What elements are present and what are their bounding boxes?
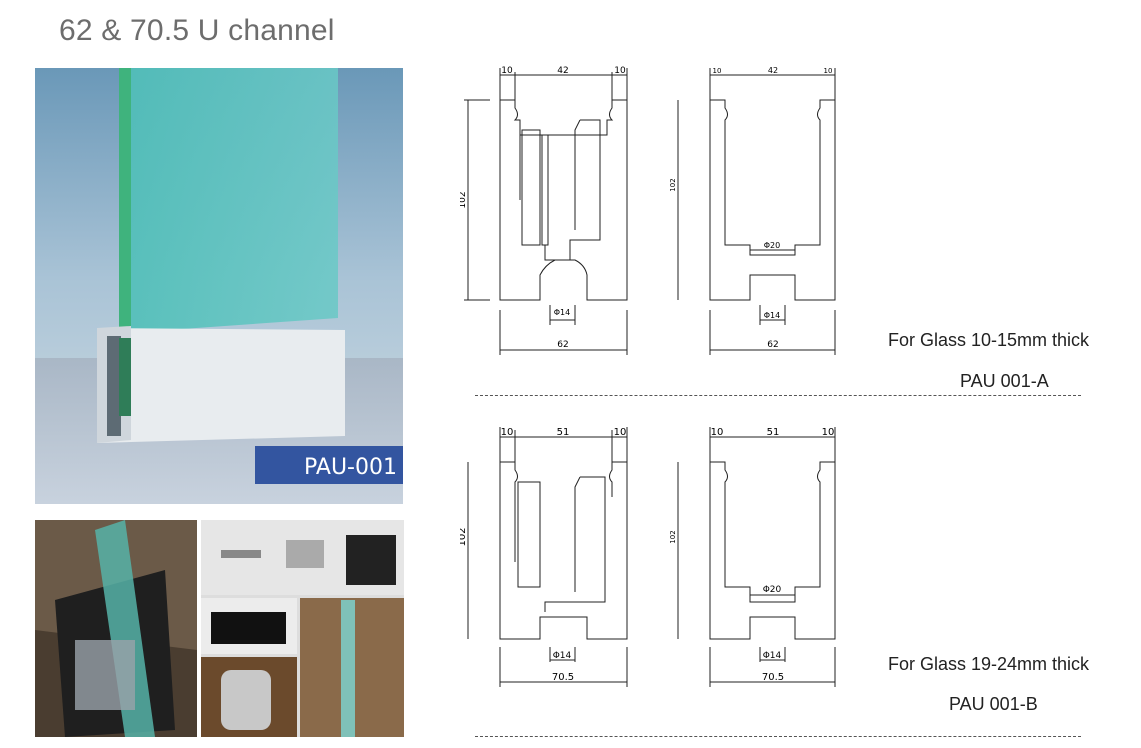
dim-a2-width: 62 bbox=[767, 340, 778, 350]
channel-render-image: PAU-001 bbox=[35, 68, 403, 504]
dim-b-left: 10 bbox=[501, 427, 514, 438]
dim-a-height: 102 bbox=[460, 191, 468, 208]
drawing-a-with-glass: 10 42 10 102 Φ14 62 bbox=[460, 66, 628, 355]
dim-a2-phi14: Φ14 bbox=[764, 311, 780, 320]
dim-a2-middle: 42 bbox=[768, 66, 778, 75]
dim-a-width: 62 bbox=[557, 340, 568, 350]
dim-b2-height: 102 bbox=[670, 530, 677, 543]
dim-b2-left: 10 bbox=[711, 427, 724, 438]
dim-a2-right: 10 bbox=[824, 67, 833, 75]
dim-a-phi14: Φ14 bbox=[554, 308, 570, 317]
divider-a bbox=[475, 395, 1081, 396]
dim-a-middle: 42 bbox=[557, 66, 568, 76]
dim-a-left: 10 bbox=[501, 66, 513, 76]
divider-b bbox=[475, 736, 1081, 737]
dim-b-phi14: Φ14 bbox=[553, 651, 572, 661]
dim-b2-phi14: Φ14 bbox=[763, 651, 782, 661]
dim-b-height: 102 bbox=[460, 527, 468, 546]
variant-b-description: For Glass 19-24mm thick bbox=[888, 654, 1090, 674]
variant-a-code: PAU 001-A bbox=[960, 371, 1049, 391]
dim-a2-height: 102 bbox=[670, 178, 677, 191]
dim-b2-width: 70.5 bbox=[762, 672, 784, 683]
drawing-b-with-glass: 10 51 10 102 Φ14 70.5 bbox=[460, 427, 628, 687]
dim-a2-phi20: Φ20 bbox=[764, 241, 780, 250]
dim-a-right: 10 bbox=[614, 66, 626, 76]
dim-a2-left: 10 bbox=[713, 67, 722, 75]
dim-b2-phi20: Φ20 bbox=[763, 585, 782, 595]
product-badge: PAU-001 bbox=[304, 455, 397, 480]
page-title: 62 & 70.5 U channel bbox=[59, 14, 335, 47]
installation-photo bbox=[35, 520, 197, 737]
accessories-photo bbox=[201, 520, 404, 737]
dim-b-middle: 51 bbox=[557, 427, 570, 438]
drawing-b-profile: 10 51 10 102 Φ20 Φ14 70.5 bbox=[670, 427, 836, 687]
dim-b-width: 70.5 bbox=[552, 672, 574, 683]
dim-b2-right: 10 bbox=[822, 427, 835, 438]
dim-b-right: 10 bbox=[614, 427, 627, 438]
variant-b-code: PAU 001-B bbox=[949, 694, 1038, 714]
dim-b2-middle: 51 bbox=[767, 427, 780, 438]
variant-a-description: For Glass 10-15mm thick bbox=[888, 330, 1090, 350]
drawing-a-profile: 10 42 10 102 Φ20 Φ14 62 bbox=[670, 66, 836, 355]
